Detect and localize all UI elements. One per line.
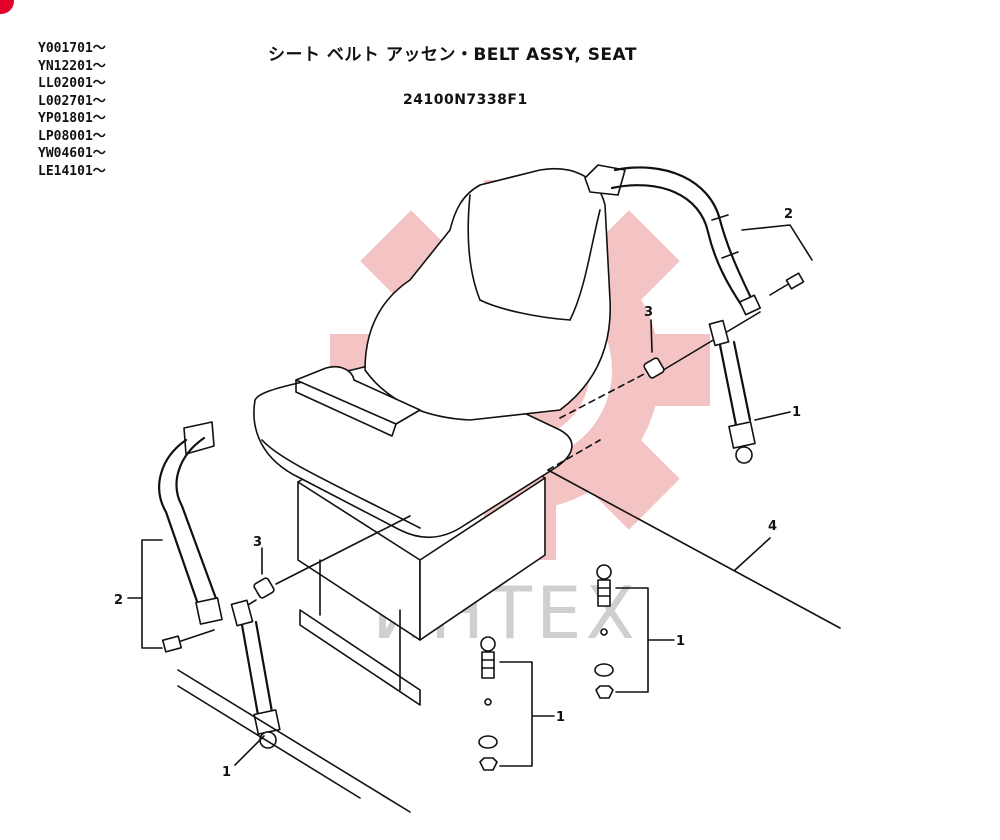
callout-4: 4 <box>768 519 777 534</box>
serial-number: L002701～ <box>38 93 106 109</box>
right-spacer <box>559 311 761 419</box>
callout-bracket <box>615 587 675 693</box>
serial-number-list: Y001701～ YN12201～ LL02001～ L002701～ YP01… <box>38 40 106 180</box>
callout-2-right: 2 <box>784 207 793 222</box>
left-upper-belt <box>158 421 223 653</box>
callout-1-bolts-left: 1 <box>556 710 565 725</box>
left-buckle-belt <box>230 599 281 749</box>
diagram-title: シート ベルト アッセン・BELT ASSY, SEAT <box>268 45 637 65</box>
right-buckle-belt <box>708 319 756 464</box>
serial-number: LL02001～ <box>38 76 106 91</box>
callout-leader <box>741 224 813 261</box>
floor-lines <box>177 669 411 813</box>
callout-1-left-belt: 1 <box>222 765 231 780</box>
seat <box>253 168 612 706</box>
callout-2-left: 2 <box>114 593 123 608</box>
part-number: 24100N7338F1 <box>403 92 528 108</box>
callout-3-left: 3 <box>253 535 262 550</box>
serial-number: YN12201～ <box>38 58 106 74</box>
callout-leader <box>754 411 791 421</box>
serial-number: LP08001～ <box>38 128 106 144</box>
left-bolt-stack <box>478 636 498 771</box>
callout-bracket <box>499 661 555 767</box>
right-upper-belt <box>584 164 805 316</box>
callout-3-right: 3 <box>644 305 653 320</box>
serial-number: YP01801～ <box>38 111 106 126</box>
right-bolt-stack <box>594 564 614 699</box>
callout-leader <box>234 735 265 766</box>
callout-bracket <box>127 539 163 649</box>
callout-leader <box>734 537 771 571</box>
serial-number: YW04601～ <box>38 146 106 161</box>
callout-1-bolts-right: 1 <box>676 634 685 649</box>
serial-number: LE14101～ <box>38 163 106 179</box>
callout-1-right-belt: 1 <box>792 405 801 420</box>
mounting-axis <box>547 439 841 629</box>
serial-number: Y001701～ <box>38 41 106 56</box>
